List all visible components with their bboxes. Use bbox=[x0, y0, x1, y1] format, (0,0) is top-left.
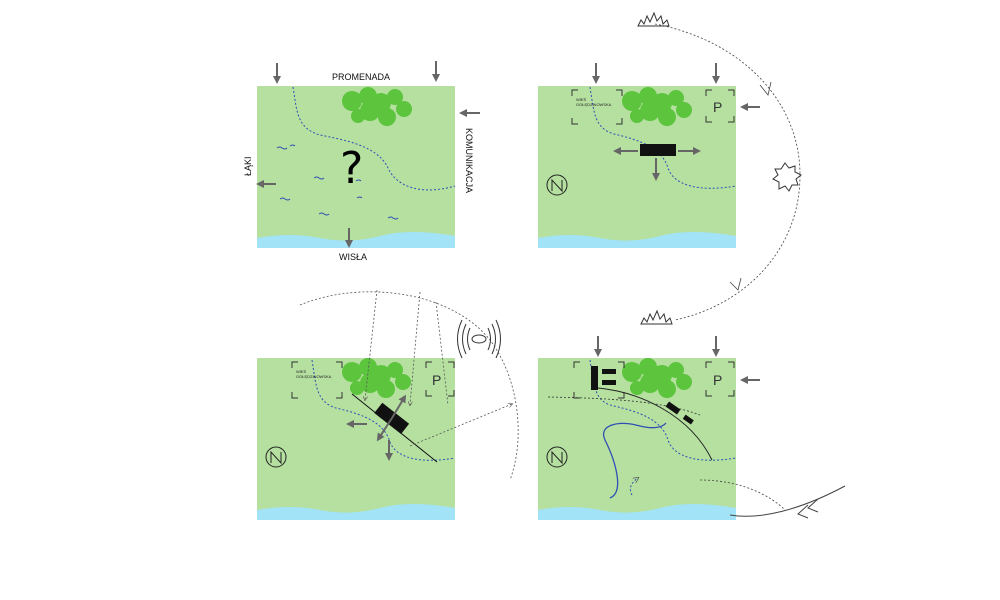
access-route bbox=[729, 485, 846, 517]
stream-line bbox=[589, 359, 737, 461]
vistula-river bbox=[257, 232, 455, 248]
question-mark: ? bbox=[340, 143, 363, 194]
tree-cluster-icon bbox=[342, 358, 411, 398]
panel-2-site-plan: WIEŚ GOŁĘDZINOWSKA P bbox=[538, 63, 760, 248]
sun-ray-lines bbox=[365, 289, 512, 447]
chevron-icon bbox=[729, 277, 742, 291]
arrow-icon bbox=[592, 63, 760, 181]
label-laki: ŁĄKI bbox=[243, 156, 253, 176]
parking-label: P bbox=[432, 372, 441, 388]
tree-cluster-icon bbox=[622, 87, 692, 126]
new-stream bbox=[602, 422, 667, 499]
chevron-icon bbox=[807, 498, 819, 513]
stream-line bbox=[292, 86, 456, 191]
compass-icon bbox=[546, 174, 568, 196]
compass-icon bbox=[265, 446, 287, 468]
access-route bbox=[699, 479, 786, 511]
panel-3-orientation: WIEŚ GOŁĘDZINOWSKA P bbox=[257, 289, 519, 520]
compass-icon bbox=[546, 446, 568, 468]
label-komunikacja: KOMUNIKACJA bbox=[464, 128, 474, 193]
vistula-river bbox=[538, 504, 736, 520]
village-bracket bbox=[571, 89, 623, 125]
village-label: WIEŚ bbox=[576, 97, 587, 102]
village-bracket bbox=[291, 361, 343, 399]
panel-4-concept: P bbox=[538, 336, 846, 520]
panel-1-site-question: ? PROMENADA WISŁA KOMUNIKACJA ŁĄKI bbox=[243, 61, 480, 262]
flow-arrow bbox=[629, 478, 638, 496]
building-block bbox=[640, 144, 676, 156]
parking-label: P bbox=[713, 372, 722, 388]
parking-bracket bbox=[425, 361, 455, 397]
village-label: GOŁĘDZINOWSKA bbox=[296, 374, 332, 379]
village-label: GOŁĘDZINOWSKA bbox=[576, 102, 612, 107]
arrow-icon bbox=[346, 394, 407, 461]
parking-bracket bbox=[705, 361, 735, 397]
path-line bbox=[597, 387, 713, 461]
sun-icon bbox=[772, 162, 802, 192]
label-wisla: WISŁA bbox=[339, 252, 367, 262]
building-block bbox=[602, 369, 616, 374]
village-label: WIEŚ bbox=[296, 369, 307, 374]
sun-icon bbox=[637, 11, 670, 27]
label-promenada: PROMENADA bbox=[332, 72, 390, 82]
sun-icon bbox=[640, 309, 673, 325]
wind-icon bbox=[457, 319, 501, 359]
building-block bbox=[665, 401, 681, 415]
chevron-icon bbox=[759, 81, 772, 96]
parking-bracket bbox=[705, 89, 735, 123]
vistula-river bbox=[257, 504, 455, 520]
building-block bbox=[591, 366, 598, 390]
sun-path-arc bbox=[299, 291, 519, 481]
tree-cluster-icon bbox=[342, 87, 412, 126]
village-bracket bbox=[573, 361, 625, 399]
building-block bbox=[602, 380, 616, 385]
promenade-line bbox=[547, 396, 701, 416]
tree-cluster-icon bbox=[622, 358, 692, 398]
vistula-river bbox=[538, 232, 736, 248]
building-block bbox=[682, 414, 694, 425]
water-marks bbox=[276, 144, 399, 220]
parking-label: P bbox=[713, 99, 722, 115]
arrow-icon bbox=[256, 61, 480, 248]
arrow-icon bbox=[594, 336, 760, 384]
stream-line bbox=[311, 359, 456, 461]
sun-path-right bbox=[637, 11, 802, 325]
chevron-icon bbox=[797, 504, 809, 519]
